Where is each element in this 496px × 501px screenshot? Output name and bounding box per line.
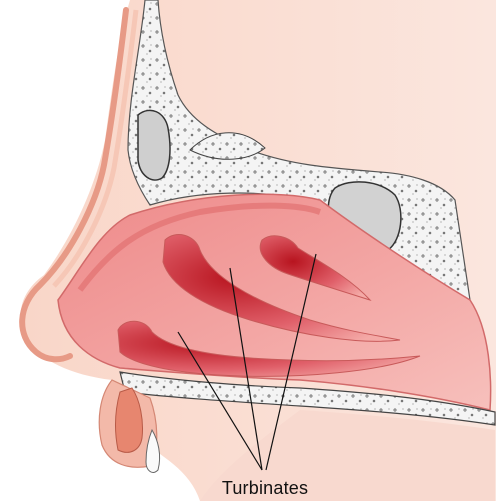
frontal-sinus xyxy=(138,110,170,180)
turbinates-label: Turbinates xyxy=(200,478,330,499)
